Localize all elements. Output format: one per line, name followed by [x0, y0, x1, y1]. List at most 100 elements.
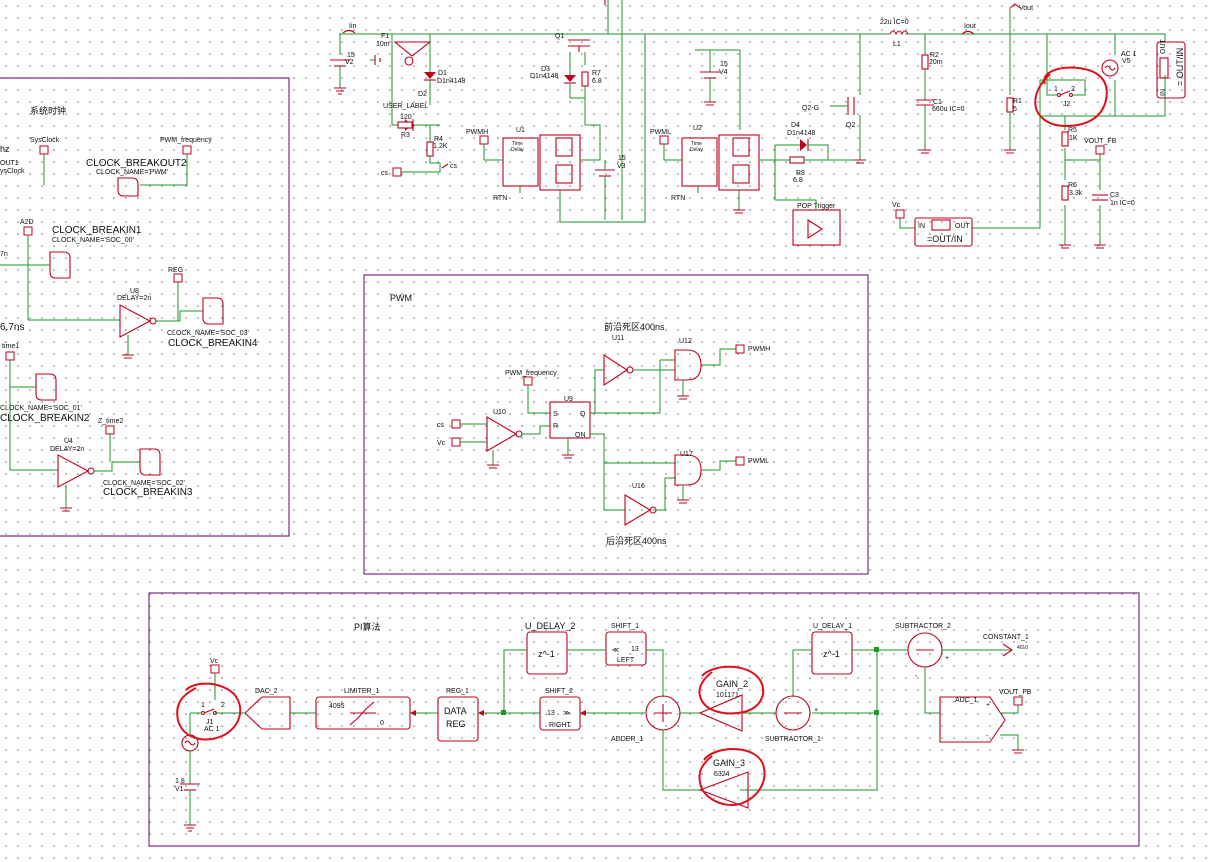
svg-text:CLOCK_NAME='PWM': CLOCK_NAME='PWM' [96, 169, 168, 176]
r2-resistor [921, 54, 929, 70]
vc-input-port [451, 437, 461, 447]
svg-text:DAC_2: DAC_2 [255, 688, 278, 695]
svg-text:CLOCK_BREAKOUT2: CLOCK_BREAKOUT2 [86, 158, 187, 169]
svg-text:U_DELAY_1: U_DELAY_1 [813, 623, 852, 630]
svg-text:+: + [945, 655, 949, 662]
svg-text:Vc: Vc [437, 440, 446, 447]
u2-time-delay [681, 137, 718, 187]
svg-text:22u IC=0: 22u IC=0 [880, 19, 909, 26]
svg-text:SUBTRACTOR_1: SUBTRACTOR_1 [765, 736, 821, 743]
clock-breakin1-block [49, 251, 71, 279]
pwmh-input-port [479, 135, 489, 145]
svg-text:6.7ns: 6.7ns [0, 322, 24, 333]
svg-text:Vc: Vc [892, 202, 901, 209]
svg-text:DELAY=2n: DELAY=2n [50, 446, 84, 453]
constant-1-block [1002, 643, 1013, 657]
svg-text:U4: U4 [64, 438, 73, 445]
svg-text:AC 1: AC 1 [1121, 51, 1137, 58]
svg-text:= OUT/IN: = OUT/IN [1175, 48, 1185, 86]
gain-3-block [698, 771, 749, 809]
svg-text:R5: R5 [1068, 127, 1077, 134]
svg-text:Q: Q [580, 411, 586, 418]
svg-text:Z_time2: Z_time2 [98, 418, 123, 425]
u4-delay-buffer [57, 454, 90, 488]
iin-probe [342, 29, 356, 34]
svg-text:U16: U16 [632, 483, 645, 490]
svg-text:U10: U10 [493, 409, 506, 416]
clock-group: hz OUT1 ysClock SysClock PWM_frequency C… [0, 137, 258, 512]
svg-text:REG: REG [446, 719, 466, 729]
svg-text:OUT1: OUT1 [0, 160, 19, 167]
clock-group-title: 系统时钟 [30, 105, 66, 116]
svg-text:time1: time1 [2, 343, 19, 350]
svg-text:GAIN_3: GAIN_3 [713, 758, 745, 768]
adc-1-block [939, 696, 1006, 743]
svg-text:CLOCK_NAME='SOC_02': CLOCK_NAME='SOC_02' [103, 480, 185, 487]
svg-text:POP Trigger: POP Trigger [797, 203, 836, 210]
svg-text:ADC_1: ADC_1 [955, 697, 978, 704]
svg-text:U8: U8 [130, 288, 139, 295]
svg-text:U11: U11 [612, 335, 624, 342]
iout-probe [961, 30, 975, 35]
pwm-group: 前沿死区400ns 后沿死区400ns U11 U12 PWMH PWM_fre… [437, 321, 770, 546]
cs-input-port [451, 419, 461, 429]
clock-breakin4-block [202, 297, 224, 325]
r8-resistor [789, 156, 805, 164]
svg-text:OUT: OUT [955, 223, 971, 230]
svg-text:R4: R4 [434, 136, 443, 143]
svg-text:CLOCK_NAME='SOC_01': CLOCK_NAME='SOC_01' [0, 405, 82, 412]
svg-text:D1n4148: D1n4148 [437, 78, 466, 85]
wire [899, 218, 915, 229]
svg-text:1n IC=0: 1n IC=0 [1110, 200, 1135, 207]
svg-text:RTN: RTN [493, 195, 507, 202]
svg-text:-: - [986, 733, 989, 740]
svg-text:10m: 10m [376, 41, 390, 48]
svg-text:Q1: Q1 [555, 33, 564, 40]
svg-text:5324: 5324 [714, 771, 730, 778]
power-stage: Vout Iin 15 V2 F1 10m D1 D1n4148 D2 [330, 0, 1186, 249]
svg-text:Delay: Delay [690, 147, 703, 153]
svg-text:S: S [553, 411, 558, 418]
reg-1-block [437, 696, 479, 742]
svg-text:660u IC=0: 660u IC=0 [932, 106, 965, 113]
svg-text:QN: QN [575, 432, 586, 439]
svg-text:CLOCK_BREAKIN1: CLOCK_BREAKIN1 [52, 225, 142, 236]
svg-text:PWMH: PWMH [748, 346, 770, 353]
svg-text:C3: C3 [1110, 192, 1119, 199]
svg-text:2: 2 [1071, 86, 1075, 93]
svg-text:D1: D1 [438, 70, 447, 77]
svg-text:101171: 101171 [716, 692, 739, 699]
svg-text:R2: R2 [930, 52, 939, 59]
svg-text:4010: 4010 [1017, 645, 1028, 651]
reg-port [173, 273, 183, 283]
annotation-circle-j1 [176, 682, 242, 741]
svg-text:R8: R8 [796, 170, 805, 177]
svg-text:CLOCK_NAME='SOC_00': CLOCK_NAME='SOC_00' [52, 237, 134, 244]
svg-text:LIMITER_1: LIMITER_1 [344, 688, 380, 695]
svg-text:Q2: Q2 [846, 122, 855, 129]
svg-text:REG_1: REG_1 [446, 688, 469, 695]
svg-text:LEFT: LEFT [617, 657, 635, 664]
svg-text:Iout: Iout [964, 23, 976, 30]
d4-diode [800, 139, 807, 151]
u8-delay-buffer [119, 304, 152, 338]
svg-text:D1n4148: D1n4148 [530, 73, 559, 80]
l1-inductor [889, 30, 909, 36]
svg-text:1K: 1K [1069, 135, 1078, 142]
svg-text:U2: U2 [693, 125, 702, 132]
ztime2-port [105, 425, 115, 435]
shift-1-block [605, 631, 647, 666]
svg-text:6.8: 6.8 [793, 177, 803, 184]
svg-text:PWM_frequency: PWM_frequency [160, 137, 212, 144]
svg-text:CLOCK_NAME='SOC_03': CLOCK_NAME='SOC_03' [167, 330, 249, 337]
svg-text:PWML: PWML [650, 129, 671, 136]
pwm-group-border [363, 274, 869, 575]
svg-text:13: 13 [547, 710, 555, 717]
svg-text:CLOCK_BREAKIN2: CLOCK_BREAKIN2 [0, 413, 90, 424]
vout-fb-port [1095, 145, 1105, 155]
pwmh-output-port [735, 344, 745, 354]
pwml-input-port [659, 135, 669, 145]
r3-resistor [397, 121, 413, 129]
svg-text:cs: cs [450, 163, 458, 170]
